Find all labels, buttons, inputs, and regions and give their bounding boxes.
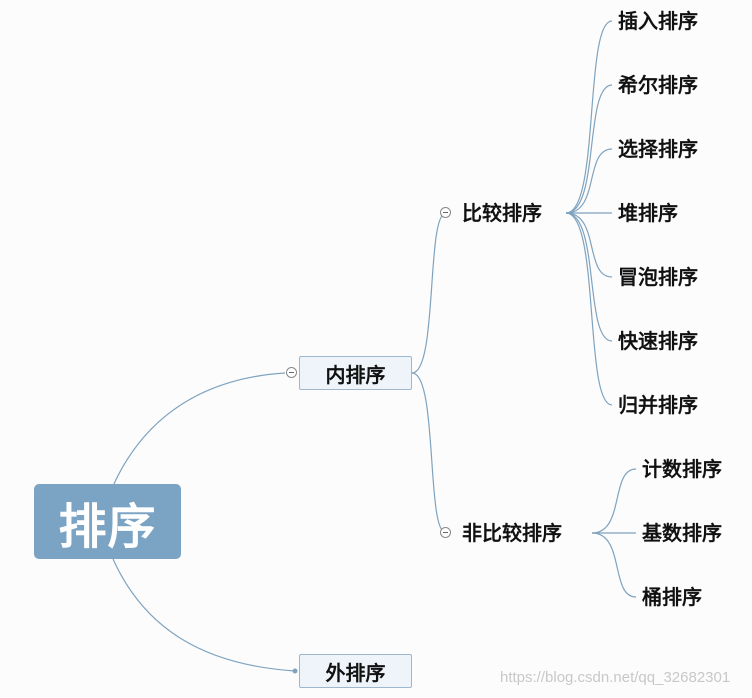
radix-sort-node[interactable]: 基数排序 (642, 521, 722, 545)
internal-collapse-toggle[interactable] (286, 367, 297, 378)
connector-ncmp-3 (591, 532, 637, 598)
connector-cmp-7 (565, 212, 613, 406)
root-node[interactable]: 排序 (34, 484, 181, 559)
connector-cmp-5 (565, 212, 613, 278)
noncomparison-sort-node[interactable]: 非比较排序 (462, 521, 562, 545)
comparison-collapse-toggle[interactable] (440, 207, 451, 218)
watermark: https://blog.csdn.net/qq_32682301 (500, 669, 731, 686)
counting-sort-node[interactable]: 计数排序 (642, 457, 722, 481)
connector-cmp-1 (565, 20, 613, 214)
heap-sort-node[interactable]: 堆排序 (618, 201, 678, 225)
connector-cmp-6 (565, 212, 613, 342)
bucket-sort-node[interactable]: 桶排序 (642, 585, 702, 609)
connector-internal-noncomparison (411, 372, 447, 534)
external-connector-dot (292, 668, 298, 674)
noncomparison-collapse-toggle[interactable] (440, 527, 451, 538)
insertion-sort-node[interactable]: 插入排序 (618, 9, 698, 33)
connector-root-internal (112, 372, 286, 487)
shell-sort-node[interactable]: 希尔排序 (618, 73, 698, 97)
connector-ncmp-1 (591, 468, 637, 534)
external-sort-node[interactable]: 外排序 (299, 654, 412, 688)
connector-cmp-2 (565, 84, 613, 214)
connector-cmp-3 (565, 148, 613, 214)
selection-sort-node[interactable]: 选择排序 (618, 137, 698, 161)
merge-sort-node[interactable]: 归并排序 (618, 393, 698, 417)
connector-internal-comparison (411, 212, 447, 374)
internal-sort-node[interactable]: 内排序 (299, 356, 412, 390)
comparison-sort-node[interactable]: 比较排序 (462, 201, 542, 225)
quick-sort-node[interactable]: 快速排序 (618, 329, 698, 353)
bubble-sort-node[interactable]: 冒泡排序 (618, 265, 698, 289)
connector-root-external (112, 558, 296, 672)
